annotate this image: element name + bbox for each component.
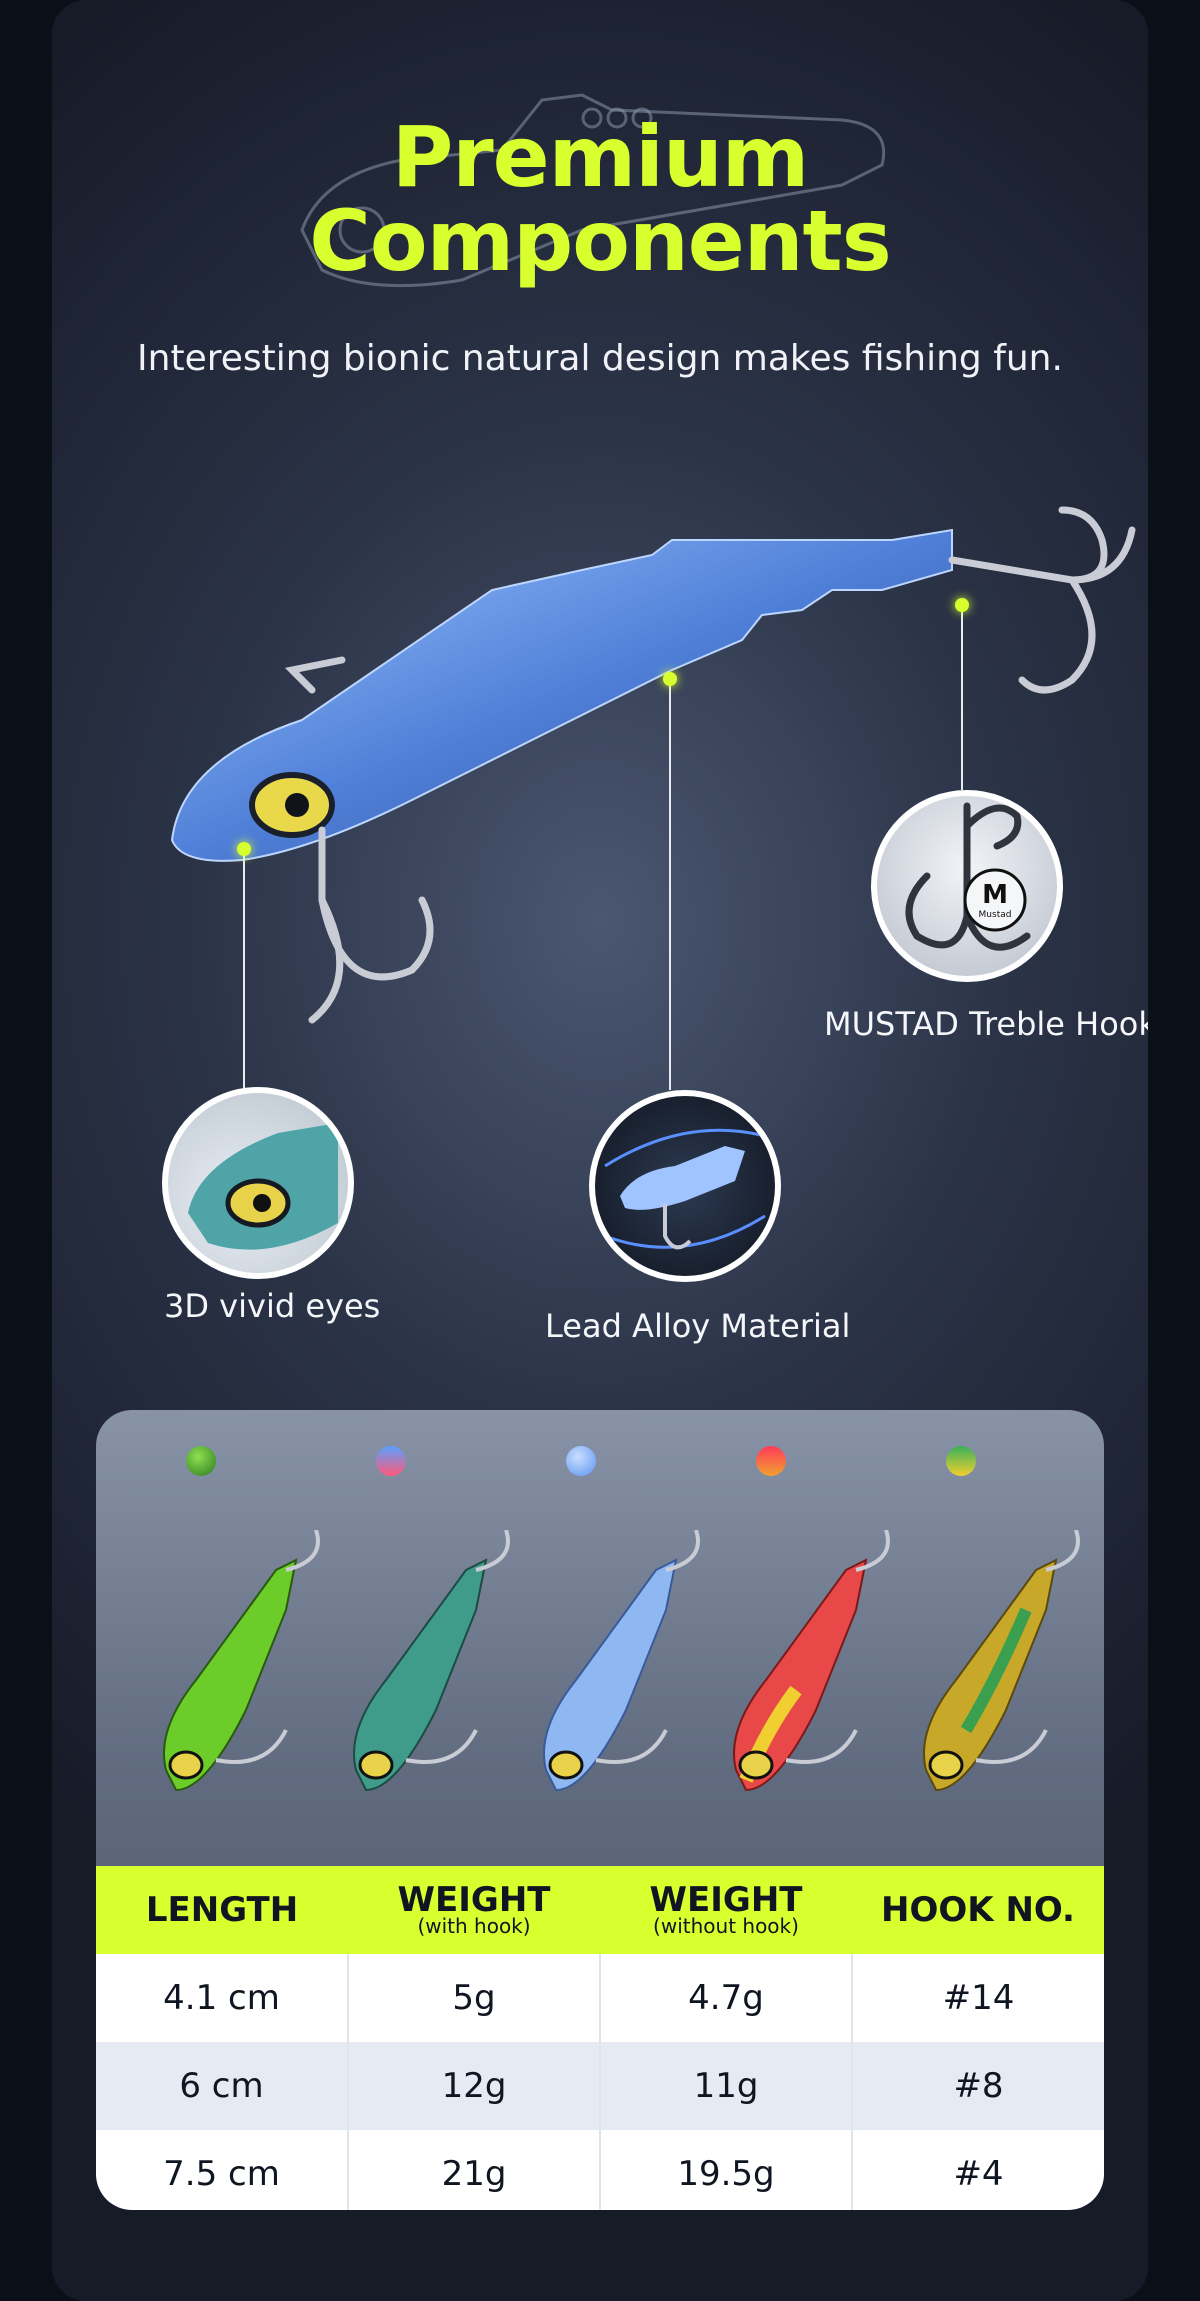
cell-weight-without-hook: 4.7g xyxy=(600,1954,853,2042)
callout-dot-eyes xyxy=(237,842,251,856)
variants-panel: LENGTH WEIGHT(with hook) WEIGHT(without … xyxy=(96,1410,1104,2210)
swatch-1[interactable] xyxy=(186,1446,216,1476)
hook-label: MUSTAD Treble Hook xyxy=(824,1005,1148,1043)
cell-weight-without-hook: 11g xyxy=(600,2042,853,2130)
hook-detail-bubble: M Mustad xyxy=(871,790,1063,982)
callout-dot-hook xyxy=(955,598,969,612)
cell-hook-no: #8 xyxy=(852,2042,1104,2130)
lure-eye-icon xyxy=(188,1123,338,1250)
cell-length: 4.1 cm xyxy=(96,1954,349,2042)
table-row: 7.5 cm 21g 19.5g #4 xyxy=(96,2130,1104,2210)
cell-weight-with-hook: 5g xyxy=(348,1954,601,2042)
callout-line-eyes xyxy=(243,850,245,1090)
lure-variant-green xyxy=(163,1530,320,1792)
header-length: LENGTH xyxy=(96,1866,348,1954)
swatch-5[interactable] xyxy=(946,1446,976,1476)
lure-variant-blue xyxy=(543,1530,700,1792)
lure-variant-teal xyxy=(353,1530,510,1792)
header-weight-with-hook: WEIGHT(with hook) xyxy=(348,1866,600,1954)
lure-variant-red xyxy=(733,1530,890,1792)
cell-length: 7.5 cm xyxy=(96,2130,349,2210)
specs-table: LENGTH WEIGHT(with hook) WEIGHT(without … xyxy=(96,1866,1104,2210)
eyes-label: 3D vivid eyes xyxy=(164,1287,381,1325)
swatch-3[interactable] xyxy=(566,1446,596,1476)
material-label: Lead Alloy Material xyxy=(545,1307,851,1345)
cell-hook-no: #14 xyxy=(852,1954,1104,2042)
product-card: Premium Components Interesting bionic na… xyxy=(52,0,1148,2301)
header-hook-no: HOOK NO. xyxy=(852,1866,1104,1954)
material-detail-bubble xyxy=(589,1090,781,1282)
callout-line-hook xyxy=(961,605,963,790)
callout-line-material xyxy=(669,680,671,1090)
cell-weight-with-hook: 12g xyxy=(348,2042,601,2130)
lure-variant-gold xyxy=(923,1530,1080,1792)
callout-dot-material xyxy=(663,672,677,686)
mustad-badge-letter: M xyxy=(982,880,1008,910)
cell-weight-without-hook: 19.5g xyxy=(600,2130,853,2210)
swatch-4[interactable] xyxy=(756,1446,786,1476)
specs-header-row: LENGTH WEIGHT(with hook) WEIGHT(without … xyxy=(96,1866,1104,1954)
table-row: 4.1 cm 5g 4.7g #14 xyxy=(96,1954,1104,2042)
header-weight-without-hook: WEIGHT(without hook) xyxy=(600,1866,852,1954)
page-title: Premium Components xyxy=(52,115,1148,283)
subtitle: Interesting bionic natural design makes … xyxy=(137,338,1063,379)
main-lure-image xyxy=(170,506,1136,1024)
table-row: 6 cm 12g 11g #8 xyxy=(96,2042,1104,2130)
swatch-2[interactable] xyxy=(376,1446,406,1476)
title-line-2: Components xyxy=(309,192,891,290)
lure-material-icon xyxy=(604,1128,766,1250)
title-line-1: Premium xyxy=(391,108,810,206)
lure-outline-icon xyxy=(300,93,886,288)
cell-length: 6 cm xyxy=(96,2042,349,2130)
eyes-detail-bubble xyxy=(162,1087,354,1279)
mustad-badge-text: Mustad xyxy=(978,910,1012,920)
cell-hook-no: #4 xyxy=(852,2130,1104,2210)
treble-hook-icon xyxy=(905,802,1031,951)
cell-weight-with-hook: 21g xyxy=(348,2130,601,2210)
